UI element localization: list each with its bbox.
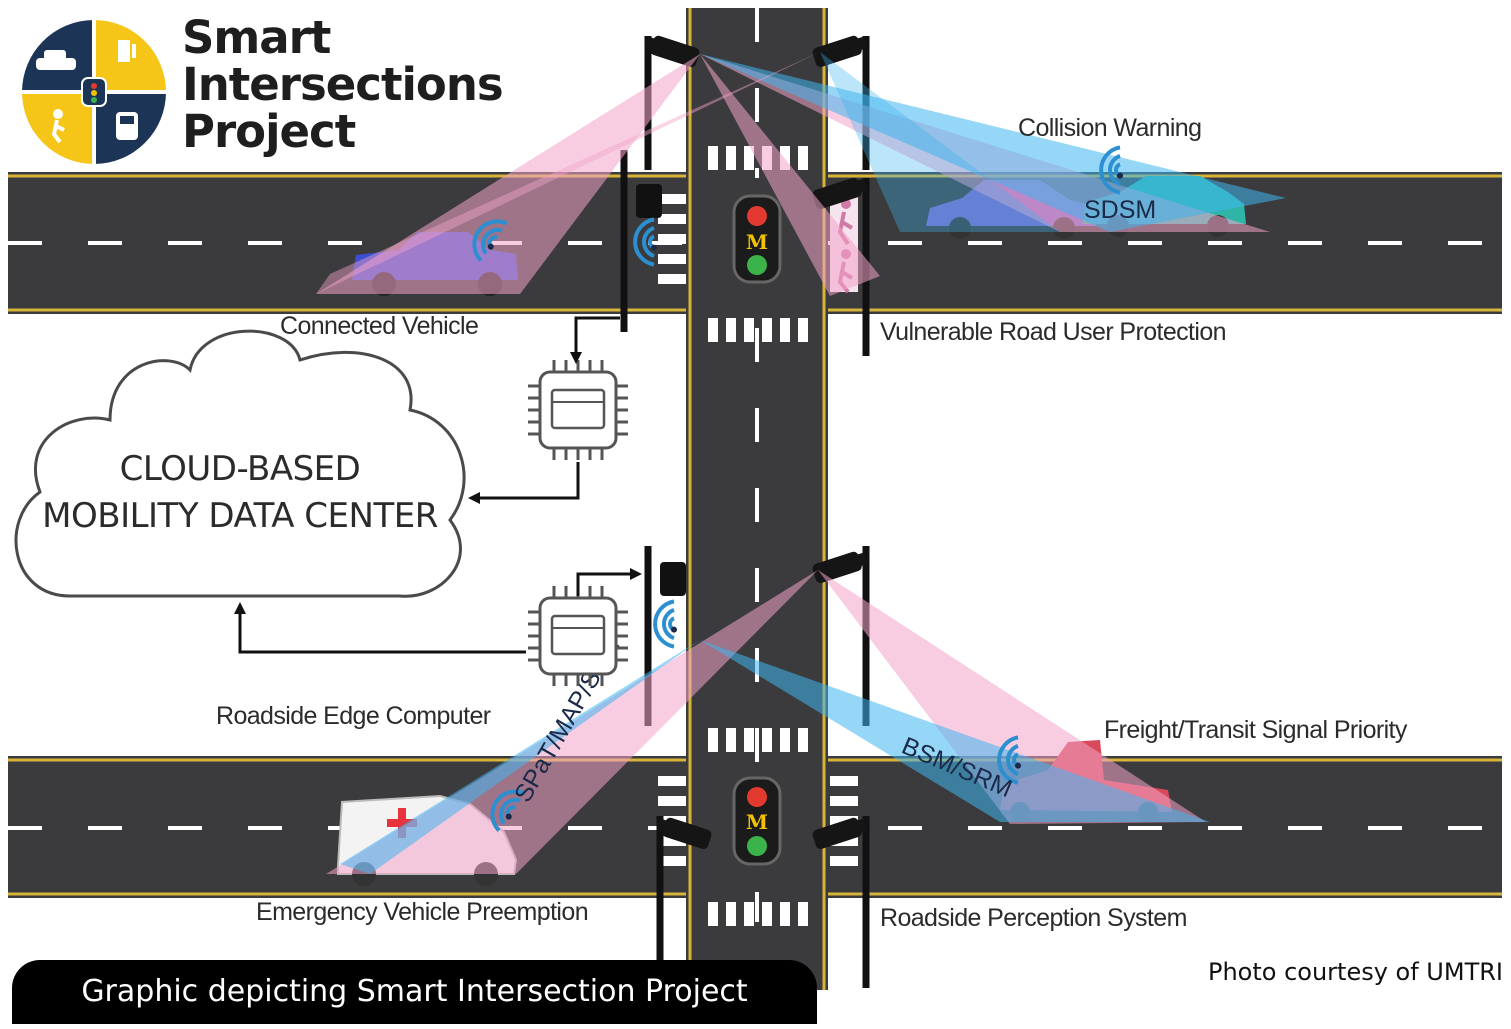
traffic-light-south: M: [732, 776, 782, 866]
traffic-light-north: M: [732, 194, 782, 284]
arrowheads: [234, 352, 642, 614]
traffic-light-letter: M: [746, 810, 768, 834]
data-flow-arrows: [238, 316, 632, 654]
traffic-signal-icon: [81, 77, 107, 107]
vru-protection-label: Vulnerable Road User Protection: [880, 318, 1227, 346]
caption-banner: Graphic depicting Smart Intersection Pro…: [12, 960, 817, 1024]
logo-title-line: Project: [182, 105, 356, 158]
pedestrian-icon: [51, 109, 65, 144]
traffic-light-letter: M: [746, 230, 768, 254]
sdsm-label: SDSM: [1084, 196, 1156, 224]
photo-credit: Photo courtesy of UMTRI: [1207, 958, 1503, 986]
car-icon: [36, 50, 76, 70]
cloud-icon: [14, 329, 466, 598]
project-logo: [22, 20, 166, 164]
freight-transit-label: Freight/Transit Signal Priority: [1104, 716, 1407, 744]
roadside-perception-label: Roadside Perception System: [880, 904, 1187, 932]
roadside-edge-computer-label: Roadside Edge Computer: [216, 702, 491, 730]
collision-warning-label: Collision Warning: [1018, 114, 1202, 142]
rsu-icon: [118, 40, 136, 62]
emergency-vehicle-label: Emergency Vehicle Preemption: [256, 898, 589, 926]
logo-title: Smart Intersections Project: [182, 11, 504, 158]
rsu-box: [636, 184, 686, 596]
cloud-label-line: CLOUD-BASED: [119, 449, 361, 489]
chip-icon: [526, 358, 630, 688]
connected-vehicle-label: Connected Vehicle: [280, 312, 479, 340]
logo-title-line: Smart: [182, 11, 331, 64]
cloud-label: CLOUD-BASED MOBILITY DATA CENTER: [20, 446, 460, 540]
cloud-label-line: MOBILITY DATA CENTER: [42, 496, 438, 536]
bus-icon: [116, 112, 138, 140]
sensor-beams: [316, 52, 1286, 874]
logo-title-line: Intersections: [182, 58, 504, 111]
